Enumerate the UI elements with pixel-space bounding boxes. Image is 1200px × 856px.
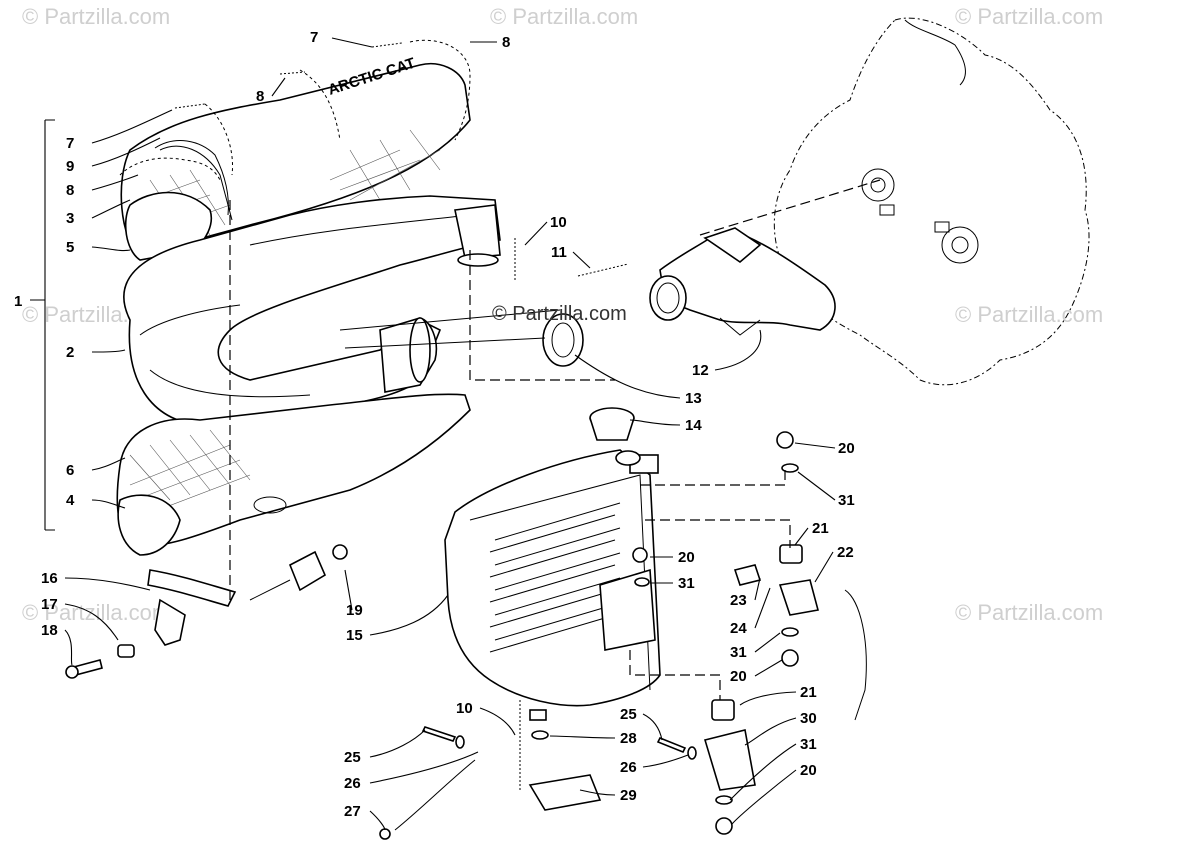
callout-18: 18 [41,622,58,639]
watermark: © Partzilla.com [955,4,1104,29]
callout-10: 10 [456,700,473,717]
callout-19: 19 [346,602,363,619]
callout-10: 10 [550,214,567,231]
callout-17: 17 [41,596,58,613]
callout-21: 21 [800,684,817,701]
mount-hardware [379,431,867,840]
callout-7: 7 [66,135,74,152]
callout-28: 28 [620,730,637,747]
callout-27: 27 [344,803,361,820]
callout-3: 3 [66,210,74,227]
leader-lines [64,37,836,831]
callout-30: 30 [800,710,817,727]
callout-14: 14 [685,417,702,434]
watermark: © Partzilla.com [22,600,171,625]
callout-23: 23 [730,592,747,609]
callout-15: 15 [346,627,363,644]
callout-7: 7 [310,29,318,46]
watermark: © Partzilla.com [955,600,1104,625]
callout-20: 20 [838,440,855,457]
callout-20: 20 [800,762,817,779]
callout-22: 22 [837,544,854,561]
watermark: © Partzilla.com [490,4,639,29]
grommet [589,407,635,441]
callout-16: 16 [41,570,58,587]
callout-24: 24 [730,620,747,637]
callout-8: 8 [66,182,74,199]
callout-11: 11 [551,244,567,261]
muffler [444,449,661,707]
callout-20: 20 [678,549,695,566]
callout-12: 12 [692,362,709,379]
callout-31: 31 [838,492,855,509]
callout-25: 25 [344,749,361,766]
callout-29: 29 [620,787,637,804]
callout-31: 31 [730,644,747,661]
assembly-lines [229,179,881,700]
callout-2: 2 [66,344,74,361]
callout-13: 13 [685,390,702,407]
callout-20: 20 [730,668,747,685]
watermark: © Partzilla.com [955,302,1104,327]
callout-8: 8 [256,88,264,105]
callout-5: 5 [66,239,74,256]
seal-ring [542,313,584,367]
callout-31: 31 [800,736,817,753]
upper-heat-shield: ARCTIC CAT [120,55,471,261]
callout-21: 21 [812,520,829,537]
watermark: © Partzilla.com [492,303,627,325]
bracket-assembly [65,544,348,679]
callout-8: 8 [502,34,510,51]
callout-9: 9 [66,158,74,175]
callout-26: 26 [344,775,361,792]
callout-1: 1 [14,293,22,310]
lower-heat-shield [116,393,471,556]
callout-4: 4 [66,492,75,509]
callout-6: 6 [66,462,74,479]
callout-25: 25 [620,706,637,723]
callout-labels: 1 7 9 8 3 5 2 6 4 7 8 8 10 11 12 13 14 1… [14,29,855,820]
chamber-springs [514,238,629,282]
callout-26: 26 [620,759,637,776]
group-bracket [30,119,55,531]
callout-31: 31 [678,575,695,592]
springs [119,39,471,216]
watermark: © Partzilla.com [22,4,171,29]
exhaust-manifold [649,227,836,336]
